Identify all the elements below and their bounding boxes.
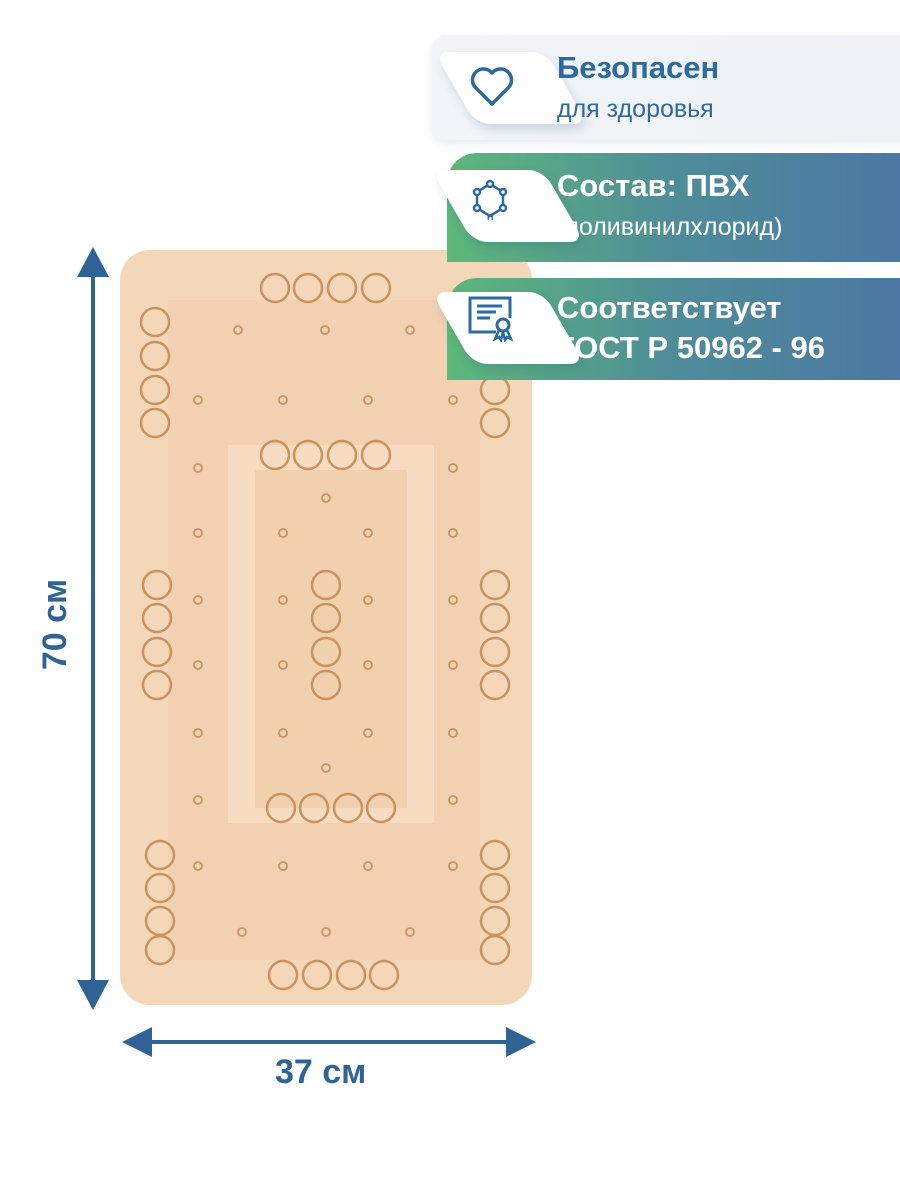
mat-dot [278,395,288,405]
mat-ring [141,669,173,701]
mat-dot [448,795,458,805]
width-arrow [122,1027,536,1057]
feature-title: Безопасен [557,50,720,85]
height-arrow [77,247,109,1010]
mat-dot [321,763,331,773]
mat-dot [363,595,373,605]
mat-dot [278,660,288,670]
mat-ring [292,272,324,304]
mat-ring [144,872,176,904]
mat-dot [320,325,330,335]
svg-text:H: H [487,212,494,222]
mat-dot [193,463,203,473]
mat-ring [479,569,511,601]
mat-ring [141,569,173,601]
mat-ring [479,872,511,904]
mat-dot [193,528,203,538]
mat-ring [259,272,291,304]
mat-dot [278,728,288,738]
mat-dot [193,395,203,405]
mat-dot [363,528,373,538]
heart-icon [470,67,514,106]
mat-ring [298,792,330,824]
mat-ring [479,602,511,634]
mat-dot [278,595,288,605]
mat-ring [360,272,392,304]
mat-ring [141,602,173,634]
height-label: 70 см [36,578,75,671]
mat-ring [139,306,171,338]
mat-ring [141,636,173,668]
mat-ring [479,934,511,966]
mat-ring [332,792,364,824]
width-label: 37 см [275,1053,367,1091]
feature-title: Соответствует [557,290,782,325]
mat-dot [193,795,203,805]
mat-ring [479,839,511,871]
mat-ring [310,569,342,601]
mat-dot [321,927,331,937]
mat-ring [326,439,358,471]
mat-dot [405,927,415,937]
mat-ring [368,959,400,991]
mat-ring [292,439,324,471]
mat-dot [448,660,458,670]
mat-dot [405,325,415,335]
mat-ring [310,602,342,634]
mat-dot [233,325,243,335]
mat-dot [448,728,458,738]
mat-dot [363,395,373,405]
mat-dot [278,861,288,871]
mat-ring [335,959,367,991]
mat-dot [193,660,203,670]
mat-dot [193,728,203,738]
mat-ring [326,272,358,304]
mat-dot [448,395,458,405]
mat-dot [237,927,247,937]
feature-subtitle: (поливинилхлорид) [557,213,783,241]
mat-ring [259,439,291,471]
mat-ring [144,839,176,871]
mat-ring [267,959,299,991]
mat-dot [363,728,373,738]
certificate-icon [468,296,514,342]
mat-dot [363,660,373,670]
mat-ring [310,669,342,701]
mat-ring [479,636,511,668]
mat-ring [479,407,511,439]
mat-dot [193,861,203,871]
feature-subtitle: ГОСТ Р 50962 - 96 [557,330,825,365]
molecule-icon: H [472,179,508,222]
mat-ring [139,407,171,439]
mat-dot [321,493,331,503]
mat-ring [310,636,342,668]
feature-subtitle: для здоровья [557,95,714,123]
feature-title: Состав: ПВХ [557,168,750,203]
mat-dot [448,861,458,871]
mat-dot [193,595,203,605]
mat-ring [144,934,176,966]
mat-ring [360,439,392,471]
mat-ring [265,792,297,824]
mat-ring [301,959,333,991]
mat-dot [448,528,458,538]
mat-dot [278,528,288,538]
mat-ring [139,340,171,372]
mat-ring [139,374,171,406]
mat-ring [365,792,397,824]
mat-dot [448,463,458,473]
mat-dot [363,861,373,871]
mat-ring [479,669,511,701]
mat-dot [448,595,458,605]
